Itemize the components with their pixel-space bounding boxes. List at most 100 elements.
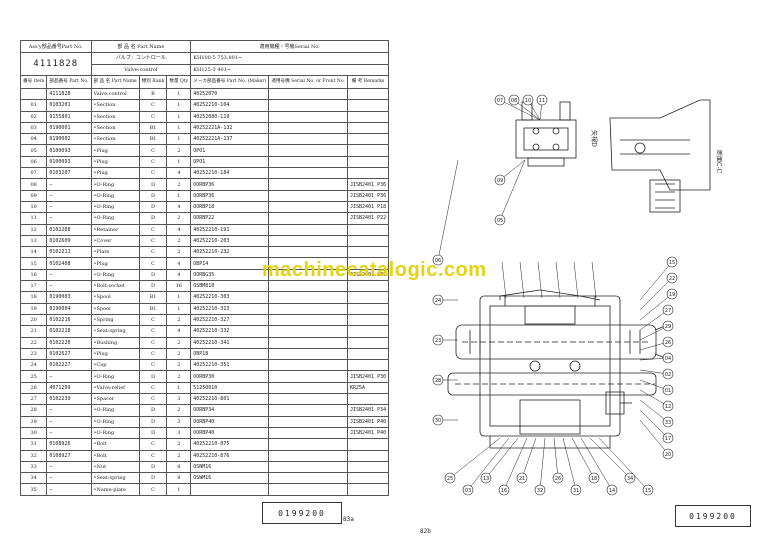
parts-list-table: Ass'y部品番号Part No. 部 品 名 Part Name 適用機種・号… bbox=[19, 40, 390, 496]
part-callout-number: 08 bbox=[511, 98, 517, 104]
part-callout-circle bbox=[662, 400, 674, 412]
part-callout-circle bbox=[662, 416, 674, 428]
cell-part: — bbox=[46, 483, 92, 496]
leader-line bbox=[537, 261, 543, 299]
part-callout-circle bbox=[444, 472, 456, 484]
part-callout-circle bbox=[534, 484, 546, 496]
page-number-left: 83a bbox=[343, 516, 354, 523]
leader-line bbox=[639, 399, 669, 423]
drawing-number-stamp-right: 0199200 bbox=[675, 505, 751, 527]
part-callout-circle bbox=[432, 334, 444, 346]
part-callout-circle bbox=[662, 304, 674, 316]
part-callout-number: 17 bbox=[665, 436, 671, 442]
leader-line bbox=[437, 159, 459, 261]
part-callout-circle bbox=[662, 320, 674, 332]
part-callout-circle bbox=[662, 368, 674, 380]
leader-line bbox=[501, 261, 507, 299]
part-callout-circle bbox=[642, 484, 654, 496]
cell-maker bbox=[190, 483, 270, 496]
part-callout-circle bbox=[662, 336, 674, 348]
leader-line bbox=[499, 159, 526, 221]
part-callout-number: 27 bbox=[665, 308, 671, 314]
part-callout-number: 01 bbox=[665, 388, 671, 394]
part-callout-circle bbox=[462, 484, 474, 496]
part-callout-number: 06 bbox=[435, 258, 441, 264]
part-callout-number: 11 bbox=[539, 98, 545, 104]
part-callout-number: 28 bbox=[435, 378, 441, 384]
view-d-label: 矢視D bbox=[590, 130, 598, 147]
part-callout-circle bbox=[498, 484, 510, 496]
part-callout-circle bbox=[516, 472, 528, 484]
part-callout-circle bbox=[606, 484, 618, 496]
part-callout-number: 15 bbox=[645, 488, 651, 494]
part-callout-circle bbox=[432, 254, 444, 266]
part-callout-number: 29 bbox=[665, 324, 671, 330]
part-callout-number: 34 bbox=[627, 476, 633, 482]
leader-line bbox=[639, 277, 673, 311]
part-callout-number: 16 bbox=[501, 488, 507, 494]
part-callout-number: 22 bbox=[669, 276, 675, 282]
leader-line bbox=[467, 437, 510, 491]
part-callout-circle bbox=[662, 384, 674, 396]
part-callout-number: 30 bbox=[435, 418, 441, 424]
part-callout-circle bbox=[480, 472, 492, 484]
part-callout-circle bbox=[522, 94, 534, 106]
part-callout-circle bbox=[508, 94, 520, 106]
part-callout-circle bbox=[666, 272, 678, 284]
part-callout-circle bbox=[570, 484, 582, 496]
part-callout-number: 26 bbox=[555, 476, 561, 482]
part-callout-circle bbox=[494, 94, 506, 106]
part-callout-number: 12 bbox=[665, 404, 671, 410]
part-callout-number: 18 bbox=[591, 476, 597, 482]
part-callout-circle bbox=[432, 414, 444, 426]
part-callout-number: 21 bbox=[519, 476, 525, 482]
leader-line bbox=[499, 159, 526, 181]
cell-maker: OORBP36 bbox=[190, 178, 270, 191]
leader-line bbox=[639, 261, 673, 301]
leader-line bbox=[639, 419, 669, 455]
part-callout-circle bbox=[662, 432, 674, 444]
leader-line bbox=[639, 293, 673, 321]
part-callout-circle bbox=[662, 448, 674, 460]
leader-line bbox=[513, 99, 541, 121]
leader-line bbox=[503, 437, 528, 491]
part-callout-number: 20 bbox=[665, 452, 671, 458]
part-callout-circle bbox=[536, 94, 548, 106]
watermark: machinecatalogic.com bbox=[262, 259, 487, 281]
leader-line bbox=[573, 261, 579, 299]
serial-no-label: 適用機種・号機Serial No. bbox=[190, 40, 390, 53]
part-callout-number: 31 bbox=[573, 488, 579, 494]
part-callout-circle bbox=[432, 294, 444, 306]
cell-name: •Valve:relief bbox=[90, 381, 140, 395]
section-cc-label: 断面C-C bbox=[715, 150, 723, 174]
serial-range-1: KH100-5 753,801~ bbox=[190, 52, 390, 65]
part-callout-number: 13 bbox=[483, 476, 489, 482]
part-callout-number: 09 bbox=[497, 178, 503, 184]
cell-remarks bbox=[346, 483, 390, 496]
cell-name: •Name-plate bbox=[90, 483, 140, 496]
view-d-drawing bbox=[515, 101, 577, 167]
part-callout-circle bbox=[494, 214, 506, 226]
part-callout-number: 32 bbox=[537, 488, 543, 494]
leader-line bbox=[591, 261, 597, 299]
leader-line bbox=[539, 437, 546, 491]
part-callout-circle bbox=[666, 288, 678, 300]
part-callout-number: 33 bbox=[665, 420, 671, 426]
part-callout-number: 04 bbox=[665, 356, 671, 362]
leader-line bbox=[598, 437, 649, 491]
part-callout-number: 26 bbox=[665, 340, 671, 346]
part-callout-circle bbox=[624, 472, 636, 484]
cell-part: — bbox=[46, 268, 92, 282]
leader-line bbox=[449, 437, 501, 479]
